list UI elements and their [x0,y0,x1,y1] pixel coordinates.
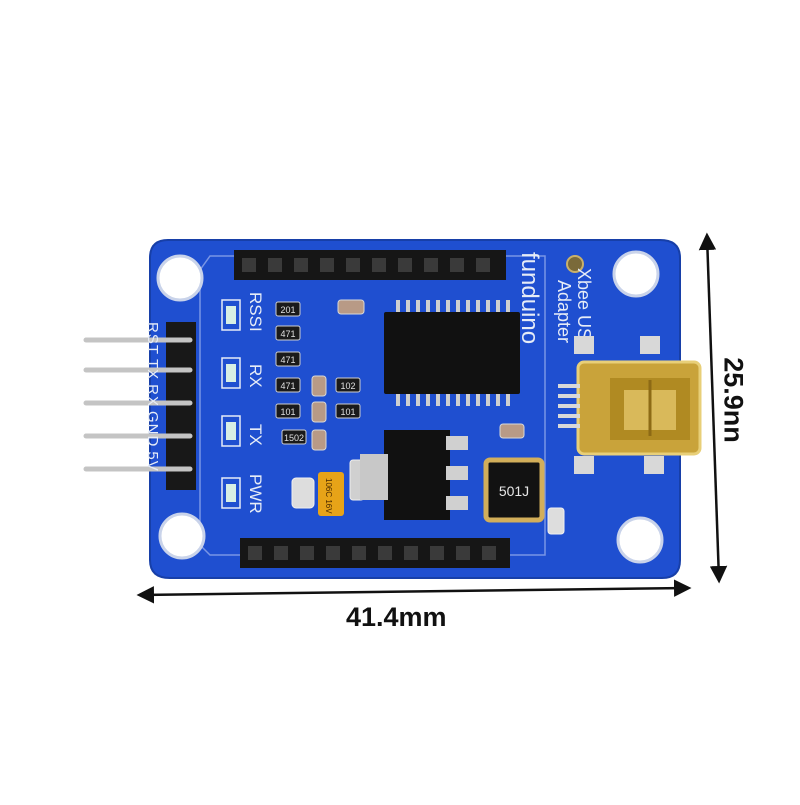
svg-text:471: 471 [280,381,295,391]
led-label-tx: TX [246,424,265,446]
mini-usb-connector-icon [558,336,702,474]
led-label-pwr: PWR [246,474,265,514]
voltage-regulator-icon [360,430,468,520]
resistor-array: 201 471 471 471 101 1502 102 101 [275,301,361,445]
svg-text:106C 16V: 106C 16V [324,478,333,514]
width-dimension-label: 41.4mm [346,602,447,632]
svg-text:201: 201 [280,305,295,315]
svg-text:1502: 1502 [284,433,304,443]
product-text-line2: Adapter [554,280,574,343]
ic-chip-icon [384,300,520,406]
width-dimension-arrow [136,579,692,604]
tantalum-capacitor: 106C 16V [318,472,344,516]
pin-labels: RSTTXRXGND5V [144,322,161,472]
led-label-rx: RX [246,364,265,388]
height-dimension-arrow [698,232,728,584]
svg-text:471: 471 [280,329,295,339]
product-text-line1: Xbee USB [574,268,594,352]
pcb-board [149,239,681,579]
led-label-rssi: RSSI [246,292,265,332]
svg-text:101: 101 [340,407,355,417]
bottom-header [240,538,510,568]
fuse: 501J [483,457,545,523]
svg-text:102: 102 [340,381,355,391]
status-leds [221,299,241,509]
pin-header [83,322,196,490]
height-dimension-label: 25.9nn [718,357,749,443]
svg-text:501J: 501J [499,483,529,499]
svg-text:471: 471 [280,355,295,365]
svg-text:101: 101 [280,407,295,417]
brand-text: funduino [516,252,543,344]
ceramic-capacitor [291,299,565,535]
top-header [234,250,506,280]
mounting-hole [156,250,664,564]
